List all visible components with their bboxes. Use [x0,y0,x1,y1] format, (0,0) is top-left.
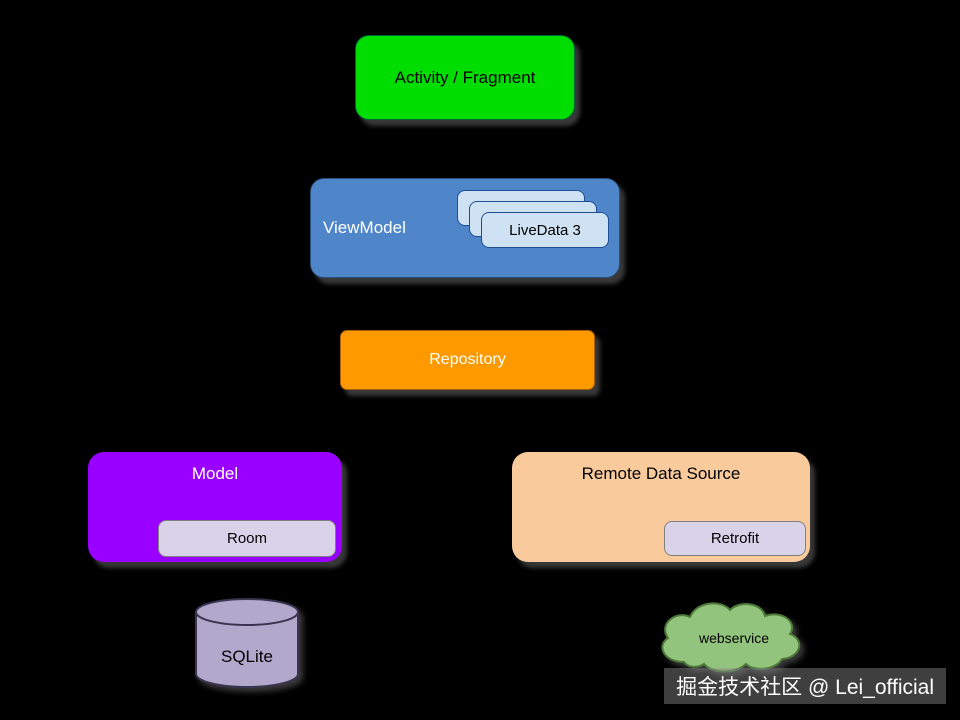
repository-label: Repository [429,351,506,368]
sqlite-cylinder: SQLite [193,596,301,692]
sqlite-label: SQLite [221,647,273,666]
room-box: Room [158,520,336,557]
livedata-label: LiveData 3 [509,221,581,239]
livedata-card-front: LiveData 3 [481,212,609,248]
retrofit-box: Retrofit [664,521,806,556]
webservice-cloud: webservice [650,596,818,676]
viewmodel-label: ViewModel [323,218,406,237]
watermark: 掘金技术社区 @ Lei_official [664,668,946,704]
model-box: Model Room [88,452,342,562]
model-label: Model [191,464,239,483]
database-icon: SQLite [195,598,299,688]
viewmodel-box: ViewModel LiveData 3 [310,178,620,278]
retrofit-label: Retrofit [710,530,760,547]
remote-data-source-label: Remote Data Source [581,464,741,483]
activity-fragment-box: Activity / Fragment [355,35,575,120]
remote-data-source-box: Remote Data Source Retrofit [512,452,810,562]
activity-fragment-label: Activity / Fragment [394,67,536,87]
cloud-icon: webservice [661,602,801,673]
room-label: Room [226,530,267,547]
repository-box: Repository [340,330,595,390]
webservice-label: webservice [698,630,769,646]
watermark-text: 掘金技术社区 @ Lei_official [676,676,934,699]
